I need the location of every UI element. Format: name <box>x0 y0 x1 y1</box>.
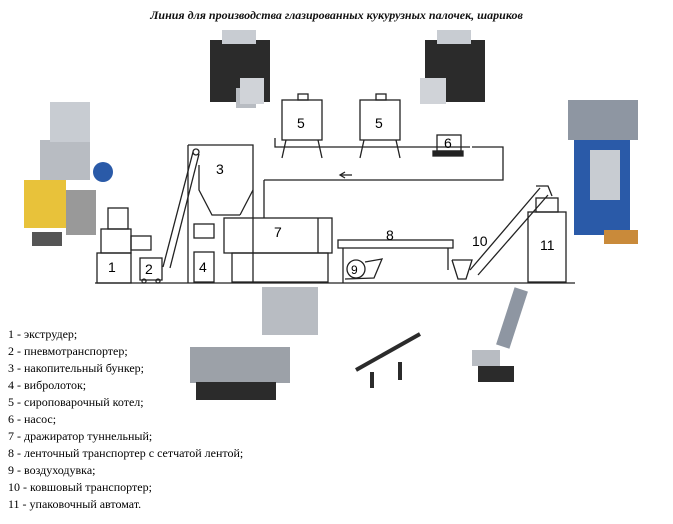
legend: 1 - экструдер; 2 - пневмотранспортер; 3 … <box>8 326 243 513</box>
label-2: 2 <box>145 261 153 277</box>
label-5a: 5 <box>297 115 305 131</box>
machine-5-boiler-left <box>281 93 323 159</box>
machine-8-belt-conveyor <box>337 239 454 283</box>
photo-boiler-right <box>420 30 485 104</box>
legend-item: 7 - дражиратор туннельный; <box>8 429 153 443</box>
photo-elevator <box>472 287 528 382</box>
legend-item: 3 - накопительный бункер; <box>8 361 145 375</box>
photo-drum <box>190 287 318 400</box>
legend-item: 9 - воздуходувка; <box>8 463 96 477</box>
machine-4-vibrotray <box>193 223 215 283</box>
label-11: 11 <box>540 237 555 253</box>
legend-item: 10 - ковшовый транспортер; <box>8 480 152 494</box>
machine-3-hopper <box>187 144 254 283</box>
label-1: 1 <box>108 259 116 275</box>
syrup-pipe <box>264 146 504 181</box>
legend-item: 1 - экструдер; <box>8 327 78 341</box>
machine-10-bucket-elevator <box>451 185 553 280</box>
photo-packer <box>568 100 638 244</box>
label-9: 9 <box>351 263 358 277</box>
legend-item: 2 - пневмотранспортер; <box>8 344 128 358</box>
syrup-pipe-top <box>274 138 470 148</box>
legend-item: 6 - насос; <box>8 412 57 426</box>
photo-extruder <box>24 102 113 246</box>
label-6: 6 <box>444 135 452 151</box>
photo-boiler-left <box>210 30 270 108</box>
label-10: 10 <box>472 233 488 249</box>
machine-5-boiler-right <box>359 93 401 159</box>
legend-item: 4 - вибролоток; <box>8 378 87 392</box>
label-3: 3 <box>216 161 224 177</box>
legend-item: 11 - упаковочный автомат. <box>8 497 142 511</box>
machine-2-pneumotransporter <box>139 257 163 284</box>
label-4: 4 <box>199 259 207 275</box>
flow-arrowhead <box>338 171 346 179</box>
label-7: 7 <box>274 224 282 240</box>
machine-6-pump <box>432 134 464 157</box>
machine-9-blower <box>344 258 384 280</box>
diagram-title: Линия для производства глазированных кук… <box>150 8 523 22</box>
legend-item: 5 - сироповарочный котел; <box>8 395 144 409</box>
pneumo-pipe <box>162 148 200 269</box>
label-5b: 5 <box>375 115 383 131</box>
machine-11-packer <box>527 197 567 283</box>
photo-belt <box>355 332 421 388</box>
machine-7-drum <box>223 180 333 283</box>
label-8: 8 <box>386 227 394 243</box>
legend-item: 8 - ленточный транспортер с сетчатой лен… <box>8 446 244 460</box>
machine-1-extruder <box>96 207 152 284</box>
